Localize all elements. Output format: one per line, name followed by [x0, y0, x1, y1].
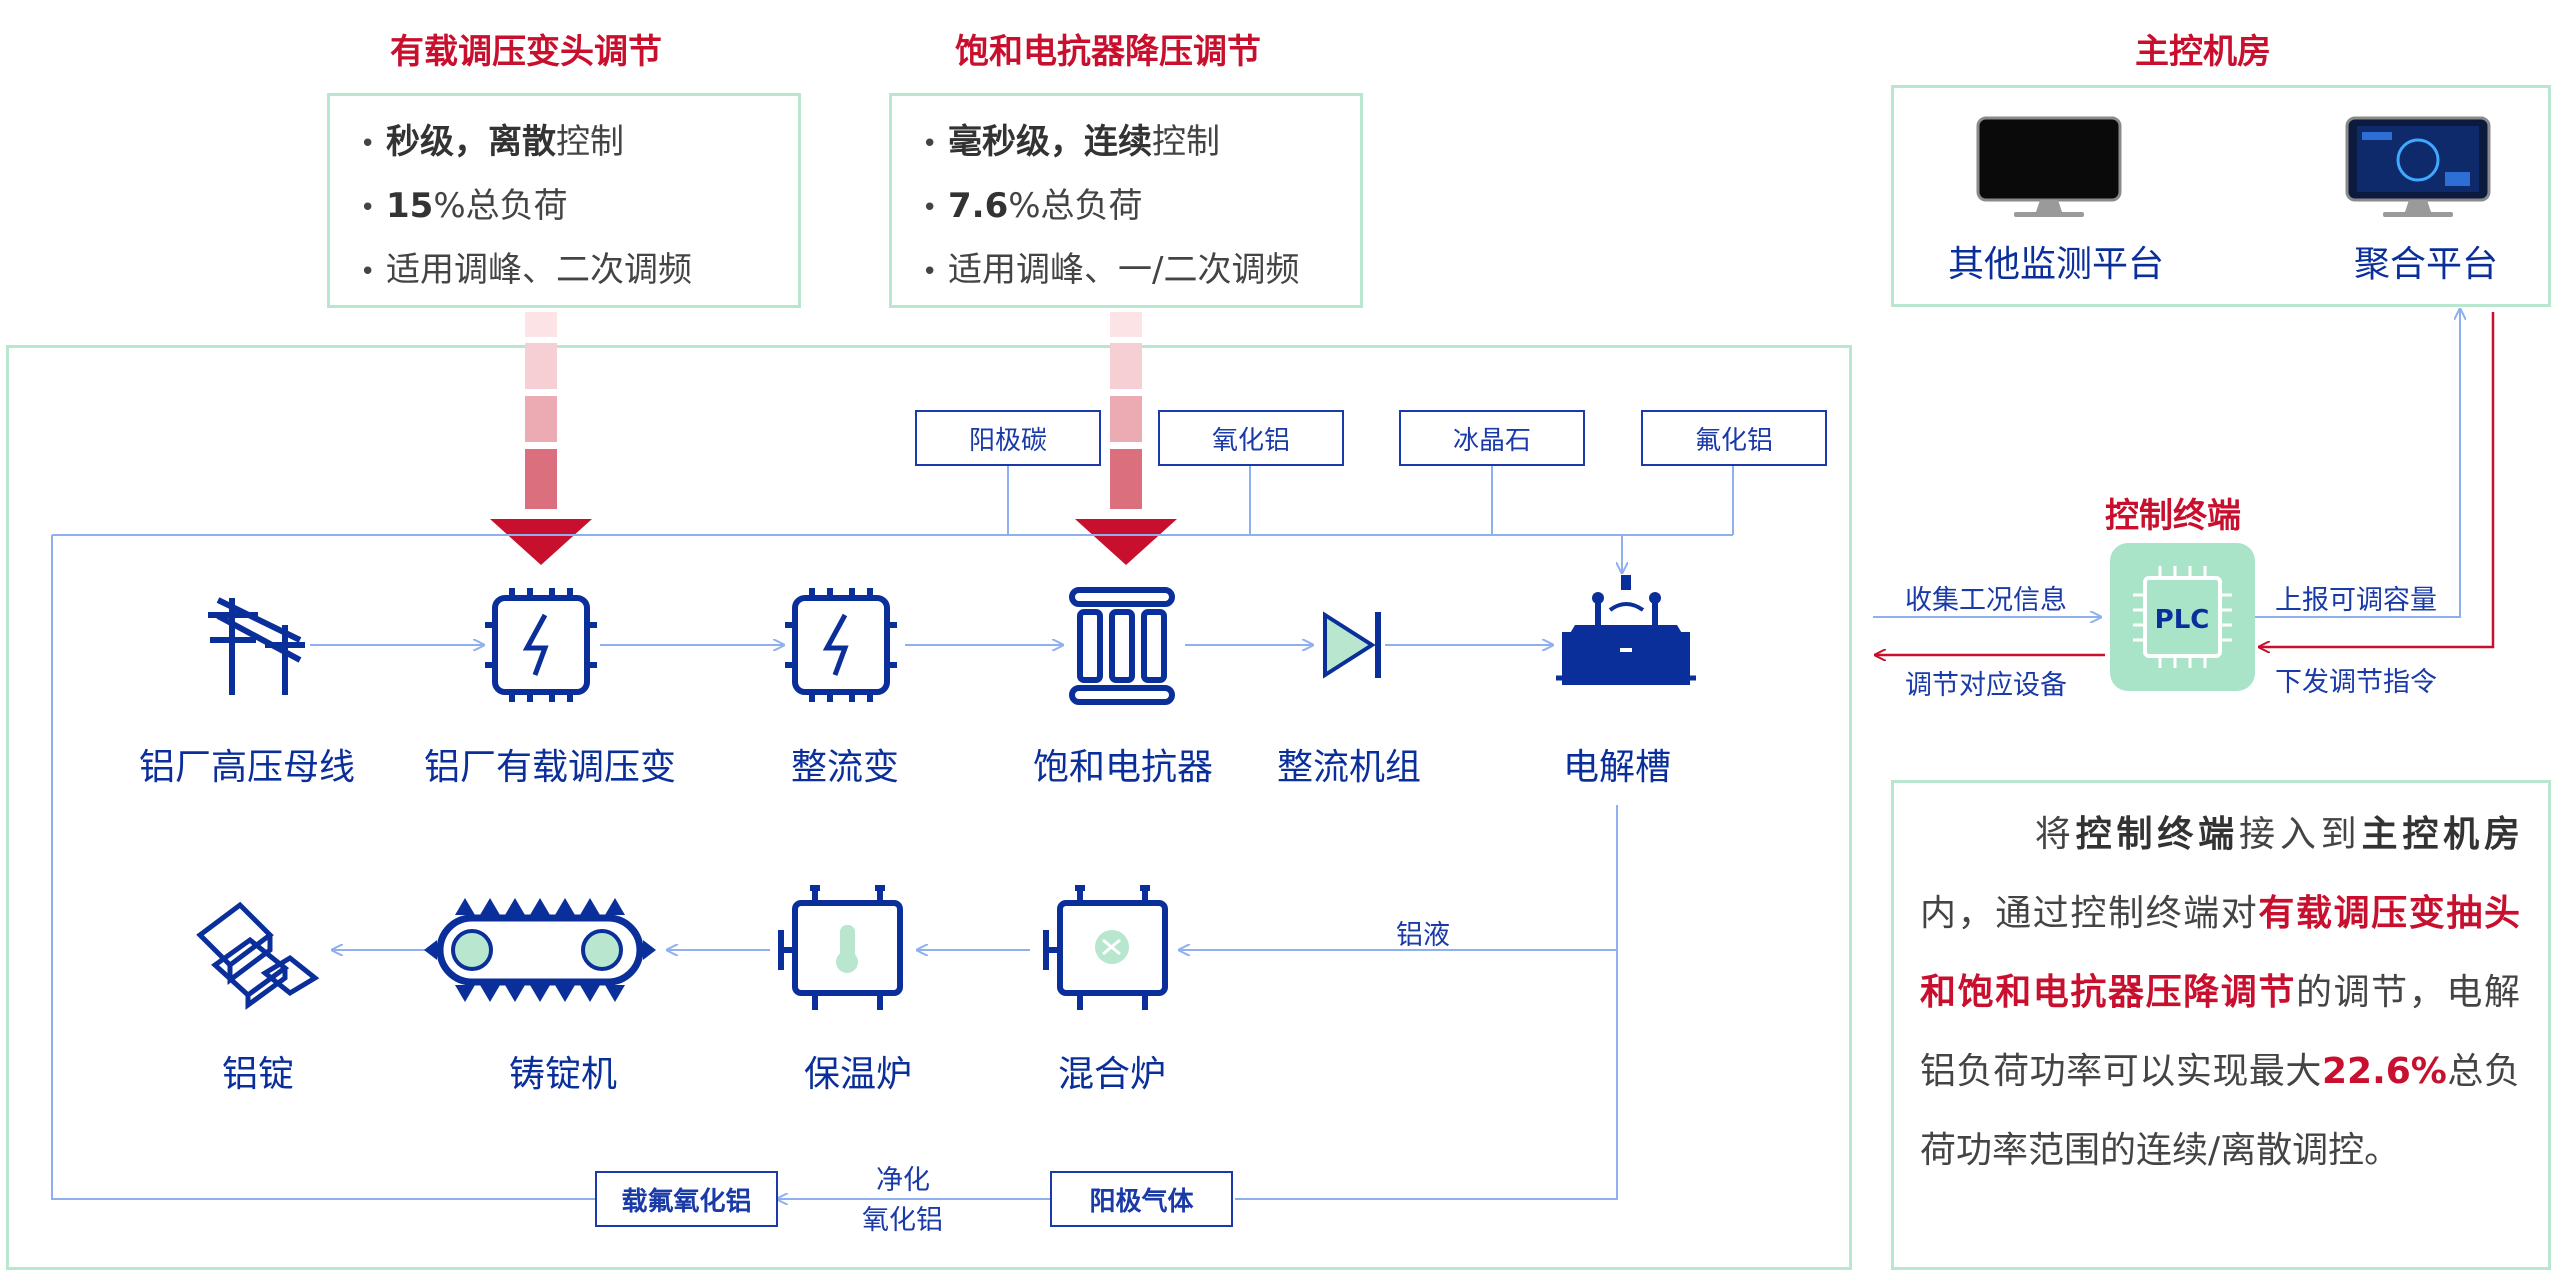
label-issue-command: 下发调节指令	[2275, 667, 2437, 698]
label-purify: 净化	[876, 1165, 930, 1196]
mid-bullet-1: •毫秒级，连续控制	[922, 122, 1220, 162]
label-aluminum-liquid: 铝液	[1396, 920, 1450, 951]
label-aggregation-platform: 聚合平台	[2353, 244, 2499, 285]
label-rectifier-unit: 整流机组	[1276, 747, 1422, 788]
room-title: 主控机房	[2135, 32, 2271, 72]
saturable-reactor-icon	[1069, 587, 1175, 705]
label-tap-transformer: 铝厂有载调压变	[423, 747, 677, 788]
aluminum-ingot-icon	[196, 901, 320, 1010]
left-red-arrow	[490, 312, 592, 565]
process-frame	[6, 345, 1852, 1270]
plc-label: PLC	[2155, 605, 2210, 635]
material-anode-carbon: 阳极碳	[915, 410, 1101, 466]
box-anode-gas: 阳极气体	[1050, 1171, 1233, 1227]
label-collect-info: 收集工况信息	[1905, 585, 2067, 616]
left-bullet-box: •秒级，离散控制 •15%总负荷 •适用调峰、二次调频	[327, 93, 801, 308]
label-ingot: 铝锭	[221, 1054, 295, 1095]
material-aluminum-fluoride: 氟化铝	[1641, 410, 1827, 466]
casting-machine-icon	[424, 898, 656, 1002]
plc-chip-icon: PLC	[2110, 543, 2255, 691]
material-cryolite: 冰晶石	[1399, 410, 1585, 466]
transmission-tower-icon	[208, 597, 305, 695]
label-electrolytic-cell: 电解槽	[1562, 747, 1672, 788]
label-rectifier-transformer: 整流变	[790, 747, 900, 788]
summary-text: 将控制终端接入到主控机房内，通过控制终端对有载调压变抽头和饱和电抗器压降调节的调…	[1920, 814, 2520, 1171]
tap-transformer-icon	[485, 588, 597, 702]
monitor-aggregation-icon	[2345, 116, 2491, 217]
left-bullet-1: •秒级，离散控制	[360, 122, 624, 162]
mid-bullet-2: •7.6%总负荷	[922, 186, 1143, 226]
summary-panel	[1891, 780, 2551, 1270]
diode-icon	[1323, 611, 1381, 679]
label-casting-machine: 铸锭机	[508, 1054, 618, 1095]
rectifier-transformer-icon	[785, 588, 897, 702]
label-other-platform: 其他监测平台	[1947, 244, 2165, 285]
box-fluorine-alumina: 载氟氧化铝	[595, 1171, 778, 1227]
left-title: 有载调压变头调节	[390, 32, 662, 72]
label-alumina: 氧化铝	[862, 1205, 943, 1236]
mixing-furnace-icon	[1043, 885, 1168, 1010]
left-bullet-2: •15%总负荷	[360, 186, 568, 226]
left-bullet-3: •适用调峰、二次调频	[360, 250, 692, 290]
label-hv-busbar: 铝厂高压母线	[138, 747, 356, 788]
monitor-other-icon	[1976, 116, 2122, 217]
mid-bullet-box: •毫秒级，连续控制 •7.6%总负荷 •适用调峰、一/二次调频	[889, 93, 1363, 308]
label-mixing-furnace: 混合炉	[1057, 1054, 1167, 1095]
mid-bullet-3: •适用调峰、一/二次调频	[922, 250, 1300, 290]
holding-furnace-icon	[778, 885, 903, 1010]
label-report-capacity: 上报可调容量	[2275, 585, 2437, 616]
controller-title: 控制终端	[2105, 496, 2241, 536]
label-adjust-device: 调节对应设备	[1905, 670, 2067, 701]
mid-title: 饱和电抗器降压调节	[955, 32, 1261, 72]
label-saturable-reactor: 饱和电抗器	[1032, 747, 1214, 788]
electrolytic-cell-icon	[1556, 575, 1696, 685]
label-holding-furnace: 保温炉	[803, 1054, 913, 1095]
mid-red-arrow	[1075, 312, 1177, 565]
material-alumina: 氧化铝	[1158, 410, 1344, 466]
